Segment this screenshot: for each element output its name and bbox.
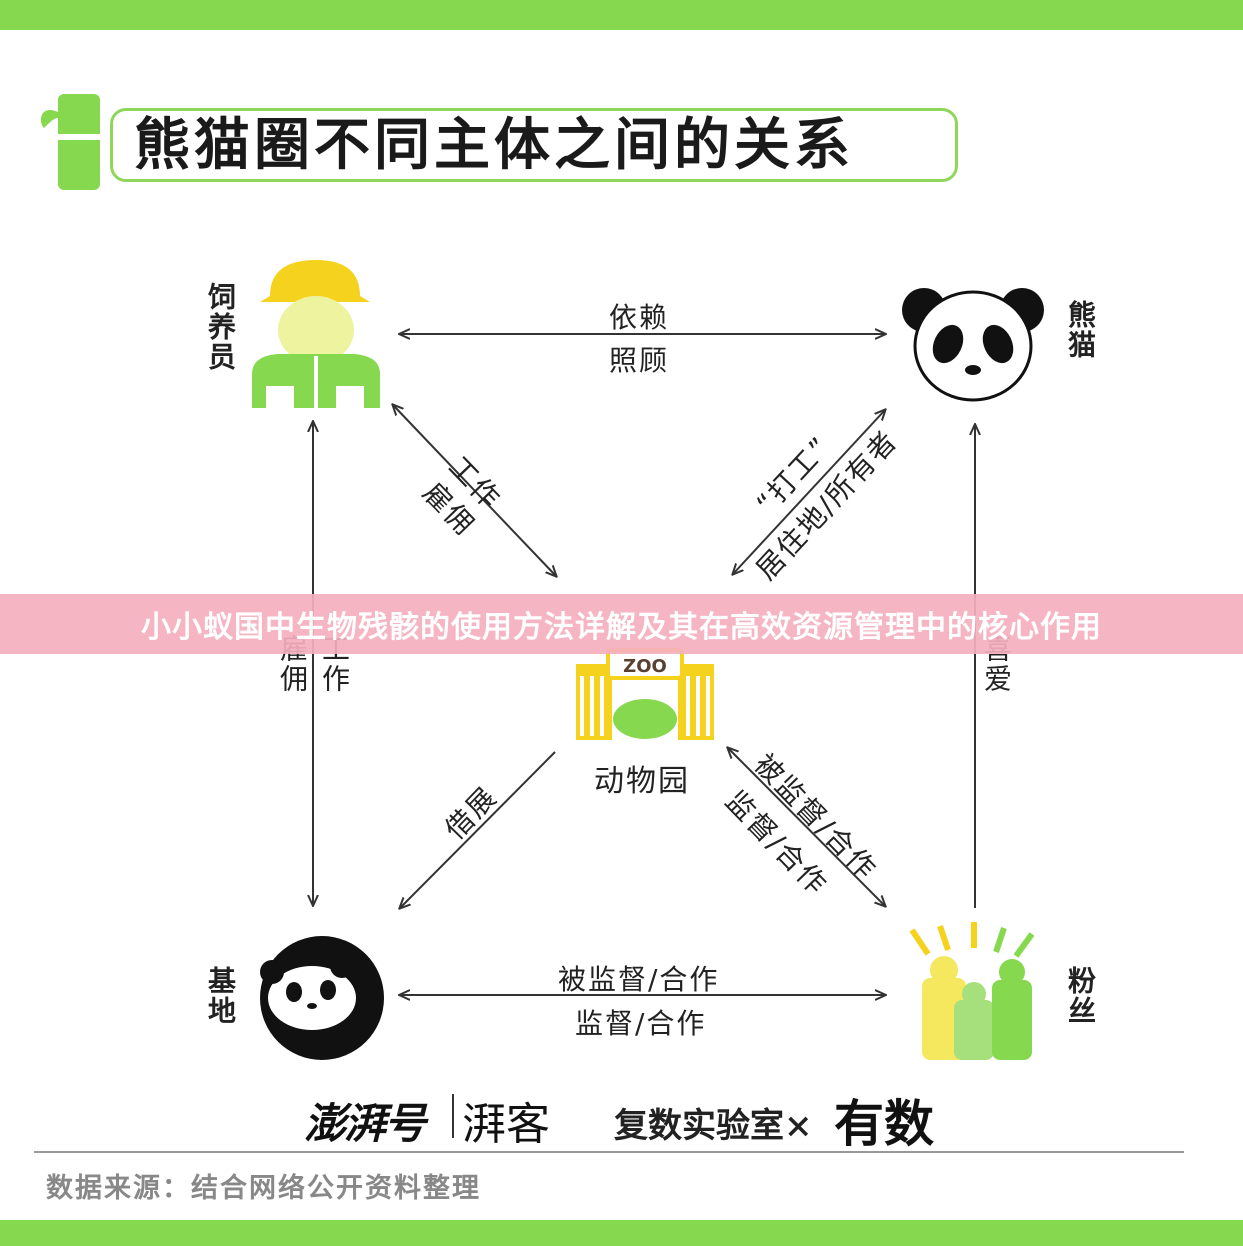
panda-face-icon bbox=[902, 288, 1044, 402]
title-block: 熊猫圈不同主体之间的关系 bbox=[36, 88, 958, 198]
logo-separator bbox=[452, 1094, 454, 1138]
footer-divider bbox=[34, 1151, 1184, 1153]
arrow-zoo-fans bbox=[728, 748, 885, 906]
base-panda-icon bbox=[260, 936, 384, 1060]
logos-row: 澎湃号 湃客 复数实验室× 有数 bbox=[300, 1082, 940, 1153]
zoo-gate-icon: ZOO bbox=[576, 648, 714, 740]
bamboo-icon bbox=[40, 94, 100, 190]
fans-icon bbox=[909, 922, 1035, 1060]
youshu-logo: 有数 bbox=[834, 1094, 934, 1153]
label-keeper-panda-bottom: 照顾 bbox=[609, 344, 670, 377]
label-base-fans-bottom: 监督/合作 bbox=[575, 1007, 707, 1040]
data-source-note: 数据来源：结合网络公开资料整理 bbox=[46, 1173, 481, 1204]
node-panda-label: 熊猫 bbox=[1064, 300, 1097, 360]
lab-logo: 复数实验室× bbox=[614, 1106, 813, 1146]
arrow-keeper-zoo bbox=[393, 405, 556, 576]
paike-logo: 湃客 bbox=[462, 1099, 550, 1150]
keeper-icon bbox=[252, 260, 380, 408]
node-base-label: 基地 bbox=[204, 966, 237, 1026]
bottom-green-bar bbox=[0, 1220, 1243, 1246]
overlay-banner: 小小蚁国中生物残骸的使用方法详解及其在高效资源管理中的核心作用 bbox=[0, 594, 1243, 654]
label-base-fans-top: 被监督/合作 bbox=[558, 963, 720, 996]
arrow-panda-zoo bbox=[733, 410, 885, 574]
title-frame bbox=[110, 108, 958, 182]
node-zoo-label: 动物园 bbox=[594, 764, 690, 799]
node-fans-label: 粉丝 bbox=[1064, 966, 1097, 1026]
node-keeper-label: 饲养员 bbox=[204, 282, 237, 372]
top-green-bar bbox=[0, 0, 1243, 30]
banner-text: 小小蚁国中生物残骸的使用方法详解及其在高效资源管理中的核心作用 bbox=[141, 610, 1102, 645]
page-title: 熊猫圈不同主体之间的关系 bbox=[134, 113, 854, 178]
pengpai-logo: 澎湃号 bbox=[304, 1099, 426, 1148]
label-keeper-panda-top: 依赖 bbox=[609, 301, 670, 334]
zoo-sign-text: ZOO bbox=[623, 656, 667, 677]
arrow-zoo-base bbox=[400, 751, 556, 908]
